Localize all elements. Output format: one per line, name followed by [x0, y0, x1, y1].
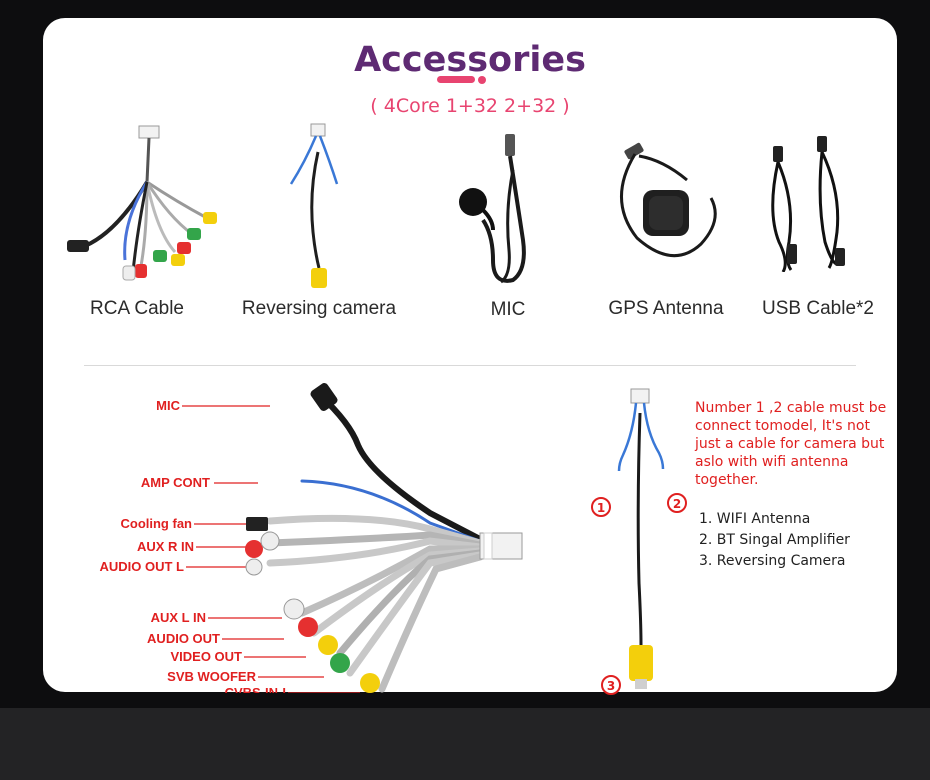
reversing-camera-cable-image [289, 123, 339, 288]
accessory-label-rca: RCA Cable [90, 298, 184, 319]
harness-label-video-out: VIDEO OUT [170, 649, 242, 664]
title-underline [437, 76, 475, 83]
title-underline-dot [478, 76, 486, 84]
gps-antenna-image [620, 142, 717, 258]
section-divider [84, 365, 856, 366]
list-item: 3. Reversing Camera [699, 553, 846, 569]
camera-cable-note: Number 1 ,2 cable must be connect tomode… [695, 400, 887, 488]
harness-label-svb-woofer: SVB WOOFER [167, 669, 256, 684]
list-item: 1. WIFI Antenna [699, 511, 811, 527]
harness-label-cvbs-in: CVBS-IN-I [225, 685, 286, 693]
harness-label-mic: MIC [156, 398, 180, 413]
accessory-label-gps: GPS Antenna [608, 298, 724, 319]
camera-marker-1: 1 [597, 501, 605, 515]
harness-label-amp-cont: AMP CONT [141, 475, 210, 490]
page-subtitle: ( 4Core 1+32 2+32 ) [370, 95, 570, 117]
harness-label-aux-r-in: AUX R IN [137, 539, 194, 554]
accessory-label-usb: USB Cable*2 [762, 298, 874, 319]
page-title: Accessories [354, 40, 586, 80]
harness-label-audio-out-l: AUDIO OUT L [100, 559, 185, 574]
camera-cable-diagram: 1 2 3 [591, 388, 687, 695]
list-item: 2. BT Singal Amplifier [699, 532, 850, 548]
rca-cable-image [67, 125, 217, 281]
harness-label-aux-l-in: AUX L IN [151, 610, 206, 625]
camera-marker-2: 2 [673, 497, 681, 511]
harness-label-audio-out: AUDIO OUT [147, 631, 220, 646]
accessories-card: Accessories ( 4Core 1+32 2+32 ) RCA Cabl… [43, 18, 897, 695]
accessory-label-mic: MIC [490, 299, 526, 320]
accessory-label-reversing-camera: Reversing camera [241, 298, 397, 319]
harness-label-cooling-fan: Cooling fan [121, 516, 193, 531]
wiring-harness-diagram: MIC AMP CONT Cooling fan AUX R IN AUDIO … [100, 383, 523, 693]
usb-cable-image [771, 136, 845, 272]
microphone-image [459, 134, 526, 284]
bottom-band [0, 708, 930, 780]
camera-cable-list: 1. WIFI Antenna 2. BT Singal Amplifier 3… [699, 509, 850, 572]
camera-marker-3: 3 [607, 679, 615, 693]
